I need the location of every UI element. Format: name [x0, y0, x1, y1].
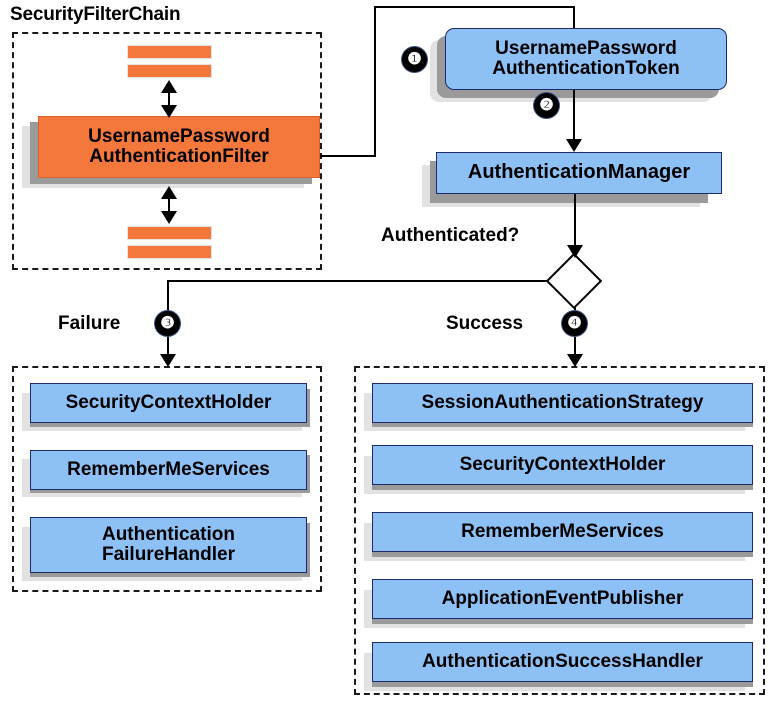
connector-token-to-manager	[573, 90, 575, 142]
token-box-label-line2: AuthenticationToken	[492, 58, 680, 79]
filter-bar-below-2	[127, 245, 212, 259]
node-usernamepassword-authentication-filter[interactable]: UsernamePassword AuthenticationFilter	[38, 116, 320, 178]
success-group	[354, 366, 765, 695]
success-item-session-authentication-strategy[interactable]: SessionAuthenticationStrategy	[372, 383, 753, 423]
token-box-label-line1: UsernamePassword	[495, 37, 677, 59]
filter-bar-below-1	[127, 226, 212, 240]
success-branch-label: Success	[446, 313, 524, 334]
filter-box-label-line2: AuthenticationFilter	[89, 146, 269, 167]
connector-filter-to-token-seg3	[374, 6, 575, 8]
filter-link-upper-arrow-up	[161, 80, 177, 93]
filter-link-lower-arrow-up	[161, 186, 177, 199]
filter-link-upper-line	[168, 86, 170, 113]
authenticated-question-label: Authenticated?	[381, 225, 520, 246]
filter-link-upper-arrow-down	[161, 105, 177, 118]
connector-failure-arrow	[160, 354, 176, 367]
success-item-security-context-holder[interactable]: SecurityContextHolder	[372, 445, 753, 485]
node-usernamepassword-authentication-token[interactable]: UsernamePassword AuthenticationToken	[445, 28, 727, 90]
failure-item-remember-me-services[interactable]: RememberMeServices	[30, 450, 307, 490]
failure-item-3-line2: FailureHandler	[101, 544, 236, 565]
failure-branch-label: Failure	[58, 313, 121, 334]
badge-step-3: ❸	[155, 311, 180, 336]
connector-diamond-failure-horizontal	[167, 280, 557, 282]
connector-filter-to-token-seg1	[320, 155, 376, 157]
securityfilterchain-group	[12, 32, 322, 270]
connector-filter-to-token-seg4	[573, 6, 575, 30]
failure-item-security-context-holder[interactable]: SecurityContextHolder	[30, 383, 307, 423]
node-authentication-manager[interactable]: AuthenticationManager	[436, 152, 722, 194]
failure-group	[12, 366, 322, 592]
failure-item-3-line1: Authentication	[101, 523, 235, 545]
filter-link-lower-line	[168, 192, 170, 219]
filter-bar-above-2	[127, 64, 212, 78]
decision-diamond-authenticated[interactable]	[545, 252, 603, 310]
securityfilterchain-title: SecurityFilterChain	[10, 4, 181, 25]
badge-step-2: ❷	[534, 93, 559, 118]
success-item-authentication-success-handler[interactable]: AuthenticationSuccessHandler	[372, 642, 753, 682]
connector-success-arrow	[567, 354, 583, 367]
failure-item-authentication-failure-handler[interactable]: Authentication FailureHandler	[30, 517, 307, 573]
success-item-remember-me-services[interactable]: RememberMeServices	[372, 512, 753, 552]
badge-step-4: ❹	[562, 311, 587, 336]
filter-bar-above-1	[127, 45, 212, 59]
filter-link-lower-arrow-down	[161, 211, 177, 224]
connector-manager-to-diamond-arrow	[567, 245, 583, 258]
success-item-application-event-publisher[interactable]: ApplicationEventPublisher	[372, 579, 753, 619]
filter-box-label-line1: UsernamePassword	[88, 125, 270, 147]
connector-token-to-manager-arrow	[566, 139, 582, 152]
badge-step-1: ❶	[402, 47, 427, 72]
connector-manager-to-diamond	[574, 194, 576, 249]
connector-filter-to-token-seg2	[374, 6, 376, 157]
